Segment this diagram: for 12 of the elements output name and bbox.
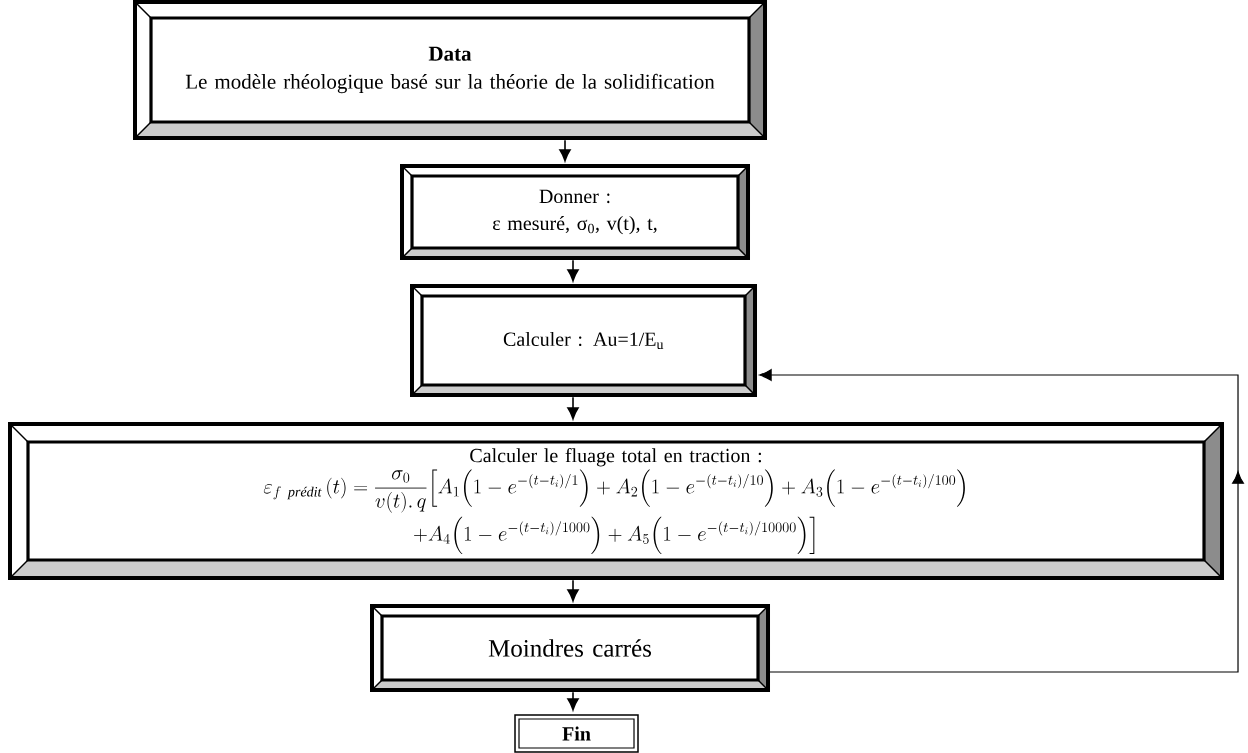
arrow	[567, 691, 579, 711]
process-box: Moindres carrés	[370, 604, 770, 692]
arrow	[567, 259, 579, 282]
arrow	[567, 579, 579, 602]
end-box: Fin	[514, 714, 639, 753]
arrow	[559, 139, 571, 162]
process-box: Calculer : Au=1/E$_{u}$	[410, 284, 757, 397]
process-box: Donner : ε mesuré, σ$_{0}$, v(t), t,	[400, 164, 750, 260]
arrow	[759, 369, 1244, 673]
arrow	[567, 396, 579, 420]
process-box: Data Le modèle rhéologique basé sur la théorie de la solidification	[133, 0, 767, 140]
process-box: Calculer le fluage total en traction : $\begin{gathered}\varepsilon_{f\ \textit{prédit}}\,(t)=\dfrac{\sigma_0}{v(t).\,q}\Big[A_1\Big(1-e^{-(t-t_i)/1}\Big)+A_2\Big(1-e^{-(t-t_i)/10}\Big)+A_3\Big(1-e^{-(t-t_i)/100}\Big)\\+A_4\Big(1-e^{-(t-t_i)/1000}\Big)+A_5\Big(1-e^{-(t-t_i)/10000}\Big)\Big]\end{gathered}$	[8, 422, 1224, 580]
